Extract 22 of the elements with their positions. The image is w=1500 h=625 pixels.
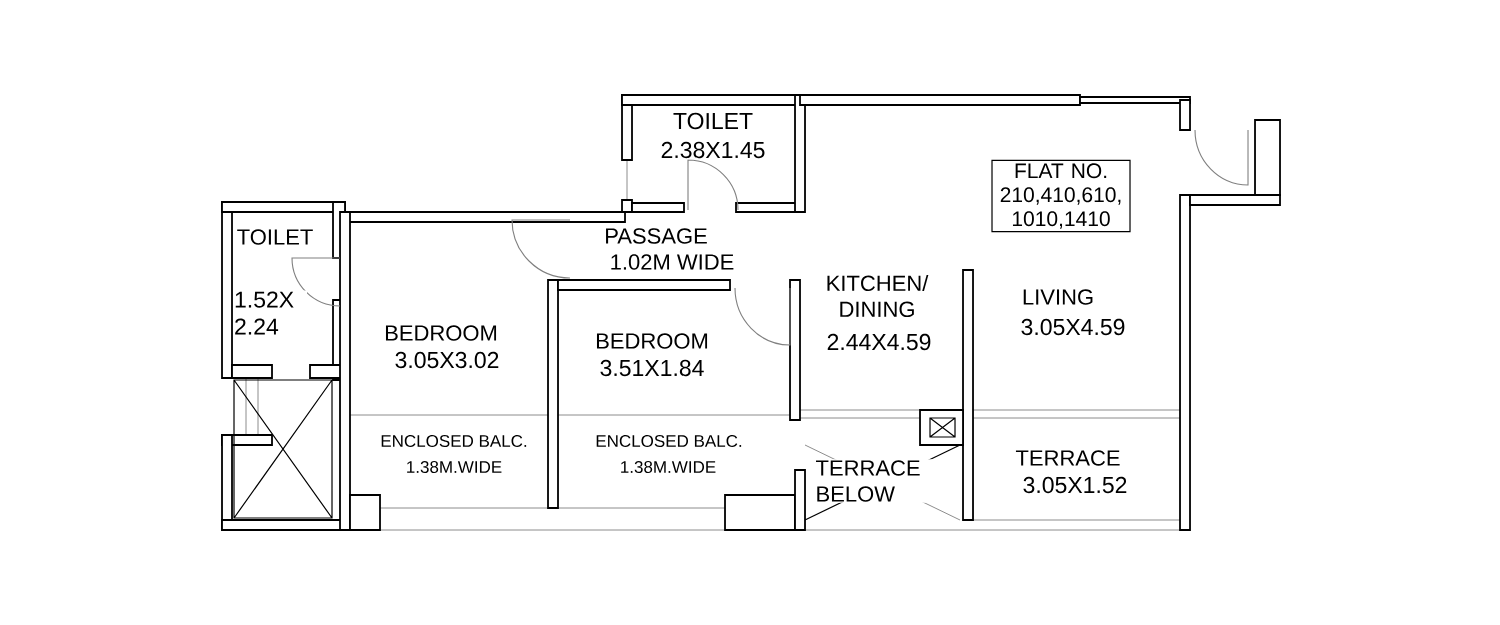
dimension-label: 3.51X1.84 xyxy=(598,358,706,378)
dimension-label: 3.05X1.52 xyxy=(1021,475,1129,495)
dimension-label: 1.52X 2.24 xyxy=(233,290,307,336)
dimension-label: 1.38M.WIDE xyxy=(404,460,504,474)
dimension-label: 1.38M.WIDE xyxy=(618,460,718,474)
dimension-label: 1.02M WIDE xyxy=(608,253,736,271)
dimension-label: 3.05X3.02 xyxy=(393,350,501,370)
room-label: TERRACE xyxy=(1014,449,1122,467)
room-label: PASSAGE xyxy=(603,227,709,245)
dimension-label: 2.44X4.59 xyxy=(825,332,933,352)
room-label: BEDROOM xyxy=(594,332,710,350)
room-label: TOILET xyxy=(235,228,315,246)
room-label: KITCHEN/ DINING xyxy=(815,273,939,319)
room-label: TOILET xyxy=(671,111,755,131)
label-box: FLAT NO. 210,410,610, 1010,1410 xyxy=(991,159,1131,233)
room-label: ENCLOSED BALC. xyxy=(379,434,529,449)
dimension-label: 2.38X1.45 xyxy=(659,140,767,160)
room-label: BEDROOM xyxy=(383,324,499,342)
room-label: LIVING xyxy=(1020,288,1096,306)
room-label: ENCLOSED BALC. xyxy=(594,434,744,449)
dimension-label: 3.05X4.59 xyxy=(1019,317,1127,337)
room-label: TERRACE BELOW xyxy=(814,459,942,503)
